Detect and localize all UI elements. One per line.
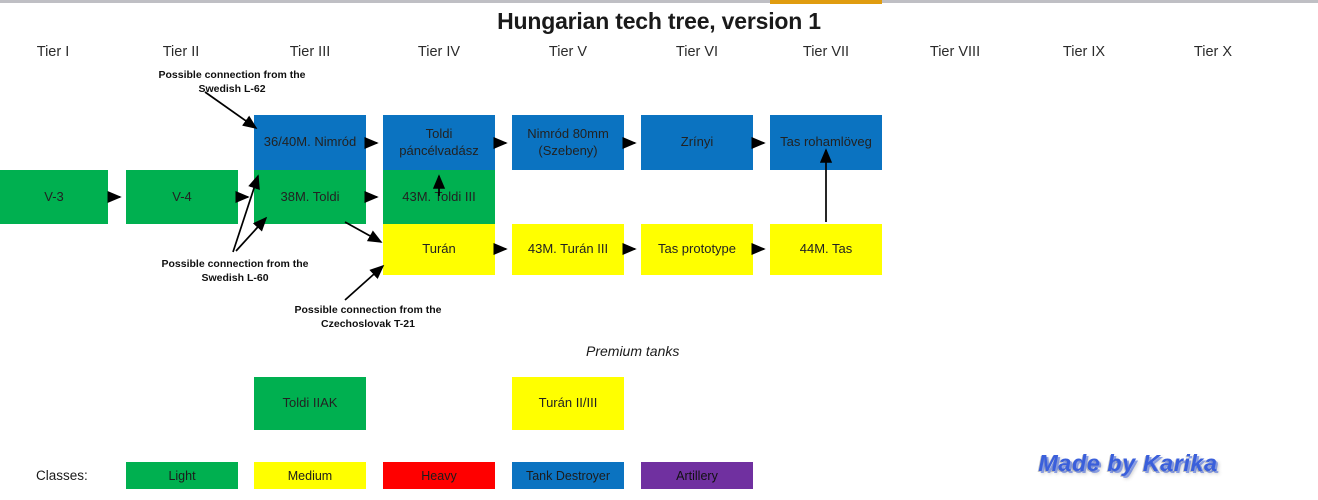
annotation-note: Possible connection from the Swedish L-6… <box>161 258 309 285</box>
tank-box[interactable]: 38M. Toldi <box>254 170 366 224</box>
tank-box[interactable]: Tas prototype <box>641 224 753 275</box>
top-rule-accent <box>770 0 882 4</box>
premium-tanks-label: Premium tanks <box>586 343 680 359</box>
watermark: Made by Karika <box>1038 450 1218 476</box>
classes-label: Classes: <box>36 468 88 483</box>
top-rule-left <box>0 0 770 3</box>
tank-box[interactable]: 36/40M. Nimród <box>254 115 366 170</box>
tier-header-3: Tier III <box>289 44 331 60</box>
tier-header-8: Tier VIII <box>929 44 981 60</box>
class-chip-medium[interactable]: Medium <box>254 462 366 489</box>
page-title: Hungarian tech tree, version 1 <box>497 8 821 34</box>
annotation-note: Possible connection from the Swedish L-6… <box>158 69 306 96</box>
tank-box[interactable]: Toldi páncélvadász <box>383 115 495 170</box>
tank-box[interactable]: V-3 <box>0 170 108 224</box>
tier-header-2: Tier II <box>162 44 200 60</box>
class-chip-heavy[interactable]: Heavy <box>383 462 495 489</box>
tank-box[interactable]: Tas rohamlöveg <box>770 115 882 170</box>
tank-box[interactable]: V-4 <box>126 170 238 224</box>
top-rule-right <box>882 0 1318 3</box>
premium-tank-box[interactable]: Turán II/III <box>512 377 624 430</box>
tier-header-4: Tier IV <box>417 44 461 60</box>
tier-header-1: Tier I <box>36 44 70 60</box>
tank-box[interactable]: Nimród 80mm (Szebeny) <box>512 115 624 170</box>
tier-header-7: Tier VII <box>802 44 850 60</box>
tank-box[interactable]: 43M. Toldi III <box>383 170 495 224</box>
tank-box[interactable]: 44M. Tas <box>770 224 882 275</box>
tier-header-10: Tier X <box>1193 44 1233 60</box>
tank-box[interactable]: Turán <box>383 224 495 275</box>
class-chip-light[interactable]: Light <box>126 462 238 489</box>
premium-tank-box[interactable]: Toldi IIAK <box>254 377 366 430</box>
annotation-note: Possible connection from the Czechoslova… <box>294 304 442 331</box>
class-chip-artillery[interactable]: Artillery <box>641 462 753 489</box>
tier-header-9: Tier IX <box>1062 44 1106 60</box>
class-chip-tank-destroyer[interactable]: Tank Destroyer <box>512 462 624 489</box>
tank-box[interactable]: 43M. Turán III <box>512 224 624 275</box>
tier-header-5: Tier V <box>548 44 588 60</box>
tank-box[interactable]: Zrínyi <box>641 115 753 170</box>
tier-header-6: Tier VI <box>675 44 719 60</box>
